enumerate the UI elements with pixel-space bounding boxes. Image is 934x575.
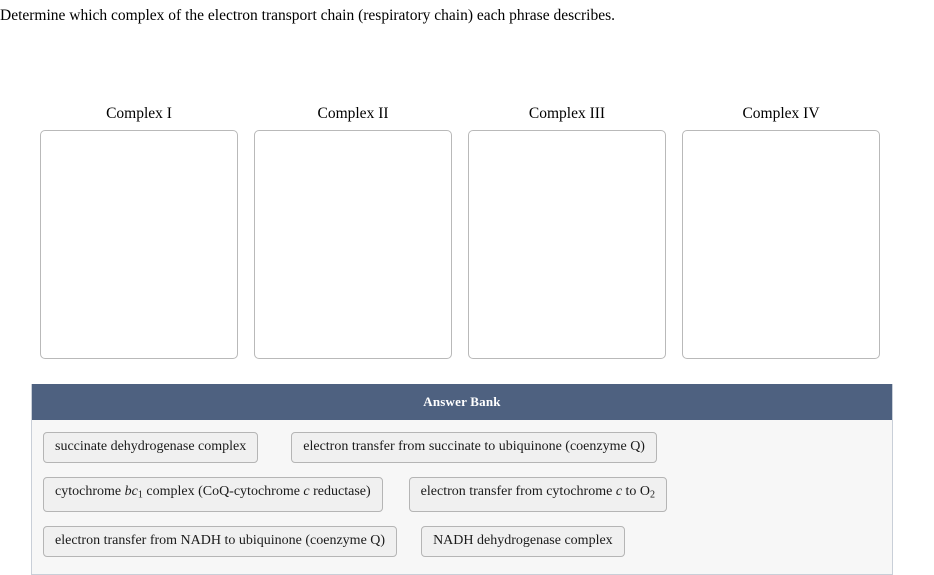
answer-chip[interactable]: cytochrome bc1 complex (CoQ-cytochrome c… (43, 477, 383, 512)
dropzone-column-complex-3: Complex III (467, 104, 667, 359)
dropzone-label-complex-2: Complex II (317, 105, 389, 122)
dropzone-label-complex-3: Complex III (528, 105, 606, 122)
dropzone-label-complex-1: Complex I (106, 105, 172, 122)
answer-chip-row: electron transfer from NADH to ubiquinon… (32, 525, 892, 557)
answer-chip[interactable]: electron transfer from cytochrome c to O… (408, 477, 668, 512)
answer-chip[interactable]: NADH dehydrogenase complex (421, 525, 625, 557)
answer-bank-title: Answer Bank (32, 384, 892, 420)
dropzone-box-complex-3[interactable] (468, 130, 666, 359)
answer-chip-row: cytochrome bc1 complex (CoQ-cytochrome c… (32, 477, 892, 512)
dropzone-column-complex-1: Complex I (39, 104, 239, 359)
dropzone-column-complex-2: Complex II (253, 104, 453, 359)
question-prompt: Determine which complex of the electron … (0, 7, 616, 24)
answer-bank-chip-area: succinate dehydrogenase complex electron… (32, 420, 892, 557)
dropzone-box-complex-4[interactable] (682, 130, 880, 359)
dropzone-row: Complex I Complex II Complex III Complex… (39, 104, 887, 359)
dropzone-box-complex-2[interactable] (254, 130, 452, 359)
dropzone-box-complex-1[interactable] (40, 130, 238, 359)
answer-chip-row: succinate dehydrogenase complex electron… (32, 432, 892, 463)
answer-chip[interactable]: succinate dehydrogenase complex (43, 432, 259, 463)
answer-chip[interactable]: electron transfer from succinate to ubiq… (291, 432, 657, 463)
answer-bank-panel: Answer Bank succinate dehydrogenase comp… (31, 384, 893, 575)
dropzone-column-complex-4: Complex IV (681, 104, 881, 359)
answer-chip[interactable]: electron transfer from NADH to ubiquinon… (43, 525, 398, 557)
dropzone-label-complex-4: Complex IV (742, 105, 820, 122)
